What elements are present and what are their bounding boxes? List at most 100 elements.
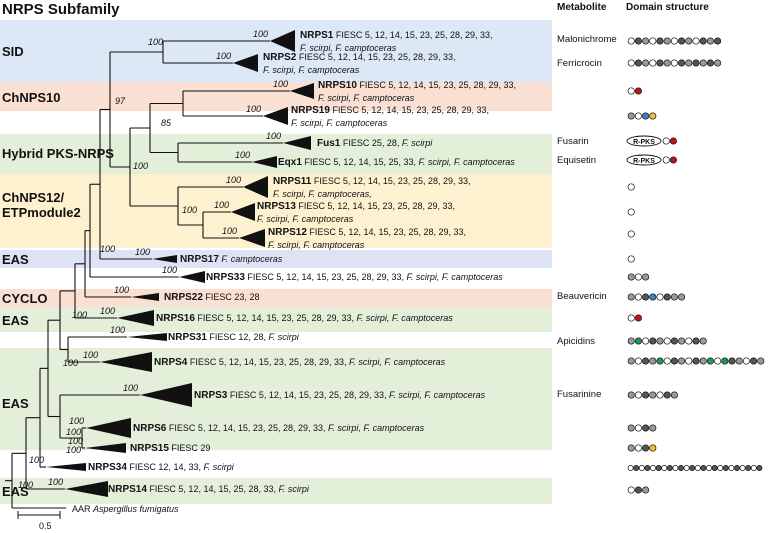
- clade-label-nrps12: NRPS12 FIESC 5, 12, 14, 15, 23, 25, 28, …: [268, 226, 466, 251]
- domain-dot-nrps31: [634, 337, 642, 345]
- clade-triangle-nrps14: [65, 481, 108, 497]
- domain-dot-nrps4: [742, 357, 750, 365]
- clade-taxa: FIESC 5, 12, 14, 15, 23, 25, 28, 29, 33,: [298, 52, 456, 62]
- pks-label: R-PKS: [633, 139, 655, 146]
- domain-dot-nrps34: [672, 465, 679, 471]
- metabolite-nrps31: Apicidins: [557, 336, 596, 347]
- clade-name: NRPS17: [180, 254, 219, 265]
- bootstrap-label: 100: [182, 205, 198, 215]
- domain-dot-nrps4: [678, 357, 686, 365]
- domain-dot-nrps1: [678, 37, 686, 45]
- domain-dot-nrps34: [644, 465, 651, 471]
- domain-dot-nrps34: [745, 465, 752, 471]
- family-label-chnps10: ChNPS10: [2, 89, 61, 105]
- domain-dot-nrps4: [656, 357, 664, 365]
- domain-dot-nrps2: [714, 59, 722, 67]
- domain-dot-nrps2: [706, 59, 714, 67]
- domain-dot-nrps31: [663, 337, 671, 345]
- domain-dot-nrps2: [692, 59, 700, 67]
- domain-dot-nrps34: [756, 465, 763, 471]
- clade-label-nrps16: NRPS16 FIESC 5, 12, 14, 15, 23, 25, 28, …: [156, 312, 453, 325]
- domain-dot-nrps3: [670, 391, 678, 399]
- domain-dot-nrps22: [670, 293, 678, 301]
- domain-dot-nrps1: [642, 37, 650, 45]
- metabolite-eqx1: Equisetin: [557, 155, 597, 166]
- domain-dot-nrps31: [670, 337, 678, 345]
- domain-dot-nrps3: [642, 391, 650, 399]
- domain-dot-nrps3: [656, 391, 664, 399]
- domain-dot-nrps34: [734, 465, 740, 471]
- clade-taxa: FIESC 5, 12, 14, 15, 23, 25, 28, 29, 33,: [197, 313, 357, 323]
- domain-dot-nrps2: [685, 59, 693, 67]
- family-label-eas4: EAS: [2, 483, 29, 499]
- outgroup-label: AAR Aspergillus fumigatus: [72, 504, 179, 514]
- domain-dot-fus1: [662, 137, 670, 145]
- domain-dot-nrps34: [638, 465, 645, 471]
- domain-dot-nrps22: [642, 293, 650, 301]
- clade-taxa: FIESC 5, 12, 14, 15, 23, 25, 28, 29, 33,: [313, 176, 471, 186]
- clade-label-nrps31: NRPS31 FIESC 12, 28, F. scirpi: [168, 331, 299, 344]
- domain-dot-nrps19: [642, 112, 650, 120]
- domain-dot-nrps6: [642, 424, 650, 432]
- bootstrap-label: 100: [72, 310, 88, 320]
- domain-dot-nrps14: [642, 486, 650, 494]
- clade-label-nrps14: NRPS14 FIESC 5, 12, 14, 15, 25, 28, 33, …: [108, 483, 309, 496]
- domain-dot-nrps34: [627, 465, 634, 471]
- metabolite-nrps22: Beauvericin: [557, 291, 607, 302]
- clade-triangle-nrps6: [86, 418, 131, 438]
- clade-name: NRPS13: [257, 201, 296, 212]
- clade-species: F. scirpi, F. camptoceras: [348, 357, 446, 367]
- domain-dot-nrps4: [714, 357, 722, 365]
- domain-dot-nrps1: [649, 37, 657, 45]
- clade-label-nrps2: NRPS2 FIESC 5, 12, 14, 15, 23, 25, 28, 2…: [263, 51, 455, 76]
- clade-species: F. scirpi: [401, 138, 433, 148]
- domain-dot-nrps4: [735, 357, 743, 365]
- domain-dot-nrps31: [692, 337, 700, 345]
- family-band-eas1: [0, 250, 552, 268]
- clade-triangle-nrps10: [290, 83, 314, 99]
- clade-name: NRPS1: [300, 30, 334, 41]
- bootstrap-label: 97: [115, 96, 126, 106]
- clade-taxa: FIESC 5, 12, 14, 15, 23, 25, 28, 29, 33,: [247, 272, 407, 282]
- metabolite-header: Metabolite: [557, 2, 607, 13]
- domain-dot-nrps4: [757, 357, 765, 365]
- clade-species: F. scirpi, F. camptoceras: [388, 390, 486, 400]
- domain-dot-nrps11: [627, 183, 635, 191]
- clade-name: NRPS4: [154, 357, 188, 368]
- clade-name: NRPS3: [194, 390, 228, 401]
- clade-species: F. scirpi, F. camptoceras,: [273, 189, 372, 199]
- domain-dot-nrps4: [685, 357, 693, 365]
- domain-dot-nrps31: [642, 337, 650, 345]
- family-band-eas3: [0, 348, 552, 450]
- figure-title: NRPS Subfamily: [2, 1, 120, 18]
- domain-dot-fus1: [669, 137, 677, 145]
- clade-triangle-fus1: [283, 136, 311, 150]
- bootstrap-label: 100: [100, 306, 116, 316]
- bootstrap-label: 100: [29, 455, 45, 465]
- clade-label-fus1: Fus1 FIESC 25, 28, F. scirpi: [317, 137, 432, 150]
- bootstrap-label: 100: [48, 477, 64, 487]
- domain-dot-nrps1: [714, 37, 722, 45]
- domain-dot-nrps31: [685, 337, 693, 345]
- domain-dot-nrps34: [717, 465, 724, 471]
- domain-dot-nrps6: [627, 424, 635, 432]
- bootstrap-label: 100: [246, 104, 262, 114]
- domain-dot-nrps1: [670, 37, 678, 45]
- domain-dot-nrps34: [661, 465, 668, 471]
- domain-dot-nrps3: [627, 391, 635, 399]
- clade-species: F. scirpi, F. camptoceras: [318, 93, 415, 103]
- domain-dot-nrps1: [634, 37, 642, 45]
- domain-dot-eqx1: [669, 156, 677, 164]
- clade-taxa: FIESC 12, 14, 33,: [129, 462, 204, 472]
- domain-dot-nrps31: [649, 337, 657, 345]
- clade-label-nrps6: NRPS6 FIESC 5, 12, 14, 15, 23, 25, 28, 2…: [133, 422, 424, 435]
- domain-dot-nrps4: [750, 357, 758, 365]
- pks-module-fus1: [626, 135, 662, 147]
- bootstrap-label: 85: [161, 118, 172, 128]
- clade-triangle-eqx1: [252, 156, 277, 168]
- bootstrap-label: 100: [162, 265, 178, 275]
- domain-dot-nrps31: [678, 337, 686, 345]
- domain-dot-nrps2: [656, 59, 664, 67]
- clade-triangle-nrps13: [231, 203, 255, 221]
